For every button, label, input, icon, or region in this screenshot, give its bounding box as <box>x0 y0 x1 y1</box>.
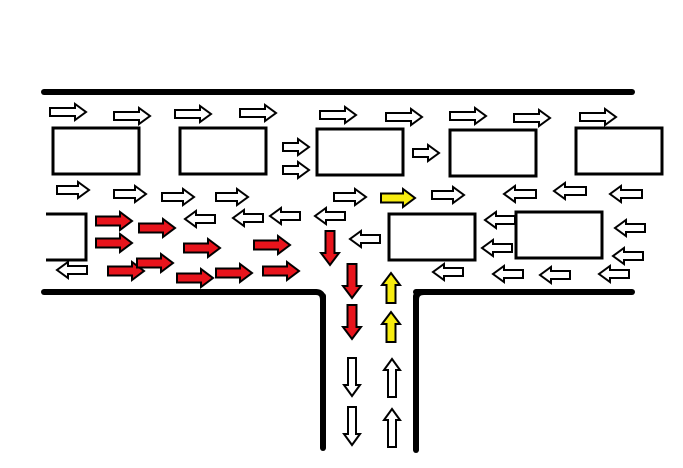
white-arrow-left <box>552 181 587 201</box>
white-arrow-right <box>49 102 88 122</box>
obstacle-box <box>448 128 538 178</box>
white-arrow-right <box>113 106 152 126</box>
white-arrow-right <box>513 108 552 128</box>
white-arrow-left <box>480 238 513 258</box>
white-arrow-up <box>382 357 402 398</box>
white-arrow-left <box>183 209 216 229</box>
junction-left-corner <box>313 289 326 303</box>
white-arrow-left <box>231 208 264 228</box>
road-walls <box>41 89 635 453</box>
obstacle-box <box>514 210 604 260</box>
red-arrow-right <box>107 260 146 282</box>
white-arrow-left <box>55 260 88 280</box>
white-arrow-right <box>239 103 278 123</box>
white-arrow-right <box>412 143 441 163</box>
white-arrow-left <box>613 218 646 238</box>
white-arrow-left <box>348 229 381 249</box>
obstacle-box <box>51 126 141 176</box>
red-arrow-right <box>95 232 134 254</box>
white-arrow-right <box>333 187 368 207</box>
white-arrow-right <box>431 185 466 205</box>
flow-arrows <box>49 102 646 448</box>
red-arrow-right <box>183 237 222 259</box>
junction-right-corner <box>413 289 427 303</box>
white-arrow-left <box>431 262 464 282</box>
white-arrow-right <box>579 107 618 127</box>
white-arrow-down <box>342 357 362 398</box>
yellow-arrow-right <box>380 187 417 209</box>
white-arrow-right <box>56 180 91 200</box>
red-arrow-down <box>341 263 363 300</box>
white-arrow-right <box>113 184 148 204</box>
white-arrow-right <box>282 160 311 180</box>
white-arrow-up <box>382 407 402 448</box>
obstacle-boxes <box>46 126 664 262</box>
obstacle-box-partial <box>46 212 88 262</box>
white-arrow-left <box>483 210 516 230</box>
obstacle-box <box>574 126 664 176</box>
red-arrow-right <box>262 260 301 282</box>
red-arrow-right <box>95 210 134 232</box>
yellow-arrow-up <box>380 271 402 304</box>
red-arrow-right <box>138 217 177 239</box>
white-arrow-left <box>313 206 346 226</box>
white-arrow-right <box>449 106 488 126</box>
white-arrow-down <box>342 406 362 447</box>
white-arrow-right <box>161 187 196 207</box>
red-arrow-down <box>319 230 341 267</box>
obstacle-box <box>387 212 477 262</box>
red-arrow-right <box>253 234 292 256</box>
white-arrow-left <box>268 206 301 226</box>
white-arrow-left <box>538 265 571 285</box>
white-arrow-left <box>608 184 643 204</box>
red-arrow-right <box>215 262 254 284</box>
obstacle-box <box>178 126 268 176</box>
yellow-arrow-up <box>380 310 402 343</box>
white-arrow-right <box>385 107 424 127</box>
white-arrow-right <box>282 137 311 157</box>
white-arrow-right <box>215 187 250 207</box>
red-arrow-right <box>136 252 175 274</box>
white-arrow-left <box>491 264 524 284</box>
white-arrow-left <box>611 246 644 266</box>
white-arrow-left <box>502 184 537 204</box>
red-arrow-right <box>176 267 215 289</box>
red-arrow-down <box>341 304 363 341</box>
white-arrow-left <box>597 264 630 284</box>
white-arrow-right <box>319 105 358 125</box>
obstacle-box <box>315 127 405 177</box>
white-arrow-right <box>174 104 213 124</box>
